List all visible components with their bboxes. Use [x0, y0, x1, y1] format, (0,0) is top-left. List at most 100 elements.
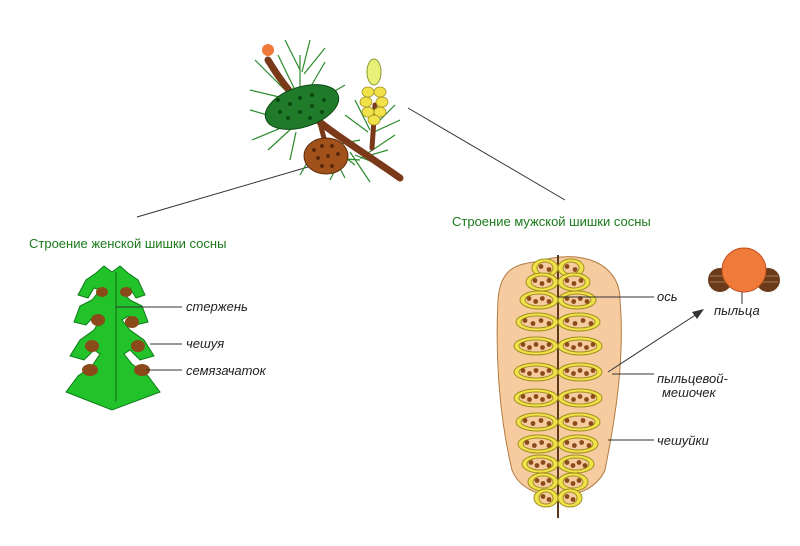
pollen-dot — [546, 368, 552, 373]
pollen-dot — [576, 478, 582, 483]
pollen-dot — [527, 371, 532, 376]
pollen-dot — [533, 299, 539, 304]
pollen-dot — [546, 267, 552, 272]
pollen-dot — [530, 321, 536, 326]
pollen-dot — [539, 296, 545, 301]
pollen-sac-inner — [562, 457, 590, 471]
pollen-grain — [708, 247, 780, 293]
label-ovule: семязачаток — [186, 363, 266, 378]
pollen-dot — [546, 497, 552, 502]
pine-branch-illustration — [249, 39, 404, 183]
pollen-sac-inner — [524, 293, 554, 307]
pollen-dot — [571, 281, 577, 286]
pollen-dot — [577, 394, 583, 399]
pollen-dot — [590, 394, 596, 399]
pollen-dot — [546, 299, 552, 304]
pollen-dot — [570, 481, 576, 486]
label-male-scales: чешуйки — [657, 433, 709, 448]
pollen-dot — [540, 494, 546, 499]
pollen-dot — [546, 321, 552, 326]
pollen-dot — [571, 345, 576, 350]
pollen-dot — [564, 460, 570, 465]
pollen-dot — [570, 497, 576, 502]
pollen-dot — [528, 460, 534, 465]
pollen-dot — [590, 368, 596, 373]
pollen-dot — [579, 440, 585, 445]
pollen-dot — [584, 397, 589, 402]
pollen-dot — [533, 342, 539, 347]
label-pollen-sac-1: пыльцевой- — [657, 371, 728, 386]
pollen-dot — [527, 397, 532, 402]
pollen-sac-inner — [562, 315, 596, 329]
label-axis-female: стержень — [186, 299, 248, 314]
pollen-dot — [564, 418, 570, 423]
pollen-dot — [531, 443, 537, 448]
pollen-dot — [539, 281, 545, 286]
pollen-dot — [578, 278, 584, 283]
pollen-dot — [584, 299, 590, 304]
pollen-sac-inner — [538, 491, 554, 505]
pollen-dot — [520, 342, 526, 347]
pollen-sac-inner — [522, 437, 554, 451]
pollen-dot — [572, 321, 578, 326]
pollen-dot — [577, 368, 583, 373]
pollen-dot — [582, 463, 588, 468]
pollen-dot — [564, 494, 570, 499]
pollen-dot — [564, 440, 570, 445]
pollen-dot — [572, 421, 578, 426]
pollen-dot — [564, 278, 570, 283]
pollen-dot — [527, 345, 532, 350]
pollen-dot — [564, 264, 570, 269]
pollen-dot — [533, 368, 539, 373]
pollen-dot — [534, 463, 540, 468]
pollen-dot — [564, 478, 570, 483]
pollen-dot — [546, 278, 552, 283]
male-cone-title: Строение мужской шишки сосны — [452, 214, 651, 229]
pollen-dot — [520, 368, 526, 373]
pollen-dot — [571, 397, 576, 402]
connector-line-female — [136, 166, 309, 218]
pollen-sac-inner — [520, 315, 554, 329]
pollen-sac-inner — [526, 457, 554, 471]
pollen-dot — [540, 371, 545, 376]
pollen-dot — [570, 463, 576, 468]
label-axis-male: ось — [657, 289, 678, 304]
male-cone-section — [496, 255, 622, 518]
pollen-dot — [571, 443, 577, 448]
pollen-dot — [586, 443, 592, 448]
pollen-dot — [546, 463, 552, 468]
pollen-dot — [538, 318, 544, 323]
connector-line-male — [407, 107, 566, 201]
pollen-dot — [584, 345, 589, 350]
pollen-dot — [524, 440, 530, 445]
pollen-dot — [530, 421, 536, 426]
pollen-dot — [526, 296, 532, 301]
pollen-dot — [540, 345, 545, 350]
pollen-dot — [533, 394, 539, 399]
pollen-dot — [540, 460, 546, 465]
pollen-dot — [564, 318, 570, 323]
pollen-dot — [564, 368, 570, 373]
pollen-dot — [571, 371, 576, 376]
pollen-dot — [546, 443, 552, 448]
pollen-dot — [572, 267, 578, 272]
pollen-dot — [540, 397, 545, 402]
pollen-sac-inner — [520, 415, 554, 429]
pollen-dot — [571, 299, 577, 304]
pollen-dot — [580, 418, 586, 423]
label-pollen: пыльца — [714, 303, 760, 318]
pollen-arrowhead — [692, 309, 704, 319]
pollen-dot — [588, 321, 594, 326]
pollen-sac-inner — [562, 437, 594, 451]
pollen-dot — [539, 440, 545, 445]
female-cone-section — [65, 265, 161, 411]
pollen-dot — [584, 371, 589, 376]
pollen-dot — [577, 342, 583, 347]
pollen-dot — [538, 264, 544, 269]
pollen-dot — [534, 478, 540, 483]
pollen-dot — [580, 318, 586, 323]
pollen-dot — [546, 342, 552, 347]
label-scale-female: чешуя — [186, 336, 225, 351]
pollen-dot — [546, 394, 552, 399]
